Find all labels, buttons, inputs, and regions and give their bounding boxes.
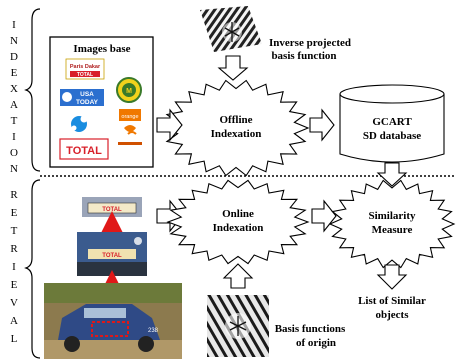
svg-text:X: X — [10, 83, 18, 95]
svg-text:V: V — [10, 297, 18, 309]
bouygues-telecom-logo — [71, 115, 88, 132]
arrow-query-to-online — [156, 199, 183, 233]
svg-text:Measure: Measure — [372, 224, 413, 236]
online-indexation-node — [166, 179, 310, 265]
arrow-basis-to-offline — [217, 55, 249, 81]
svg-text:238: 238 — [148, 328, 159, 334]
svg-text:T: T — [11, 225, 18, 237]
inverse-basis-image — [200, 6, 262, 52]
origin-basis-image — [207, 295, 269, 357]
svg-text:TODAY: TODAY — [76, 99, 99, 106]
svg-text:Paris Dakar: Paris Dakar — [70, 64, 101, 70]
svg-text:I: I — [12, 261, 16, 273]
svg-text:M: M — [126, 88, 132, 95]
svg-text:Similarity: Similarity — [368, 210, 416, 222]
svg-text:A: A — [10, 315, 18, 327]
svg-text:E: E — [11, 207, 18, 219]
svg-text:GCART: GCART — [372, 116, 412, 128]
svg-text:I: I — [12, 19, 16, 31]
indexation-brace — [24, 8, 41, 172]
arrow-offline-to-db — [309, 108, 335, 142]
svg-text:TOTAL: TOTAL — [66, 145, 102, 157]
similarity-measure-node — [328, 179, 456, 269]
svg-text:I: I — [12, 131, 16, 143]
svg-text:USA: USA — [80, 91, 94, 98]
svg-text:Indexation: Indexation — [213, 222, 264, 234]
retrieval-label: R E T R I E V A L — [10, 189, 18, 345]
france-telecom-logo — [118, 125, 142, 145]
svg-text:Indexation: Indexation — [211, 128, 262, 140]
arrow-base-to-offline — [156, 108, 183, 142]
arrow-online-to-similarity — [311, 199, 337, 233]
svg-text:Online: Online — [222, 208, 254, 220]
svg-text:Offline: Offline — [220, 114, 253, 126]
query-mid-image: TOTAL — [77, 232, 147, 276]
paris-dakar-logo: Paris Dakar TOTAL — [65, 58, 105, 80]
usa-today-logo: USA TODAY — [60, 89, 104, 106]
svg-text:A: A — [10, 99, 18, 111]
results-label-2: objects — [376, 309, 410, 321]
svg-text:TOTAL: TOTAL — [102, 253, 122, 259]
svg-text:L: L — [11, 333, 18, 345]
svg-text:O: O — [10, 147, 18, 159]
svg-text:TOTAL: TOTAL — [102, 207, 122, 213]
svg-text:SD database: SD database — [363, 130, 421, 142]
inverse-basis-label-2: basis function — [271, 50, 336, 62]
svg-text:E: E — [11, 67, 18, 79]
svg-text:R: R — [10, 189, 18, 201]
database-cylinder: GCART SD database — [339, 84, 445, 163]
svg-text:TOTAL: TOTAL — [77, 72, 93, 78]
results-label-1: List of Similar — [358, 295, 426, 307]
retrieval-brace — [24, 179, 41, 359]
svg-text:N: N — [10, 35, 18, 47]
origin-basis-label-1: Basis functions — [275, 323, 346, 335]
svg-text:E: E — [11, 279, 18, 291]
inverse-basis-label-1: Inverse projected — [269, 37, 351, 49]
arrow-db-to-similarity — [376, 162, 408, 187]
orange-logo: orange — [119, 109, 141, 121]
query-car-photo: 238 — [44, 283, 182, 359]
svg-text:T: T — [11, 115, 18, 127]
red-crop-box — [91, 321, 129, 337]
origin-basis-label-2: of origin — [296, 337, 336, 349]
images-base-box: Images base Paris Dakar TOTAL M USA TODA… — [49, 36, 154, 168]
mitsubishi-badge-logo: M — [116, 77, 142, 103]
query-crop-image: TOTAL — [82, 197, 142, 217]
svg-text:D: D — [10, 51, 18, 63]
svg-text:R: R — [10, 243, 18, 255]
indexation-label: I N D E X A T I O N — [10, 19, 18, 175]
images-base-title: Images base — [73, 43, 130, 55]
svg-text:N: N — [10, 163, 18, 175]
svg-text:orange: orange — [121, 114, 138, 120]
arrow-similarity-to-results — [376, 264, 408, 290]
total-logo: TOTAL — [59, 138, 109, 160]
arrow-origin-to-online — [222, 263, 254, 289]
